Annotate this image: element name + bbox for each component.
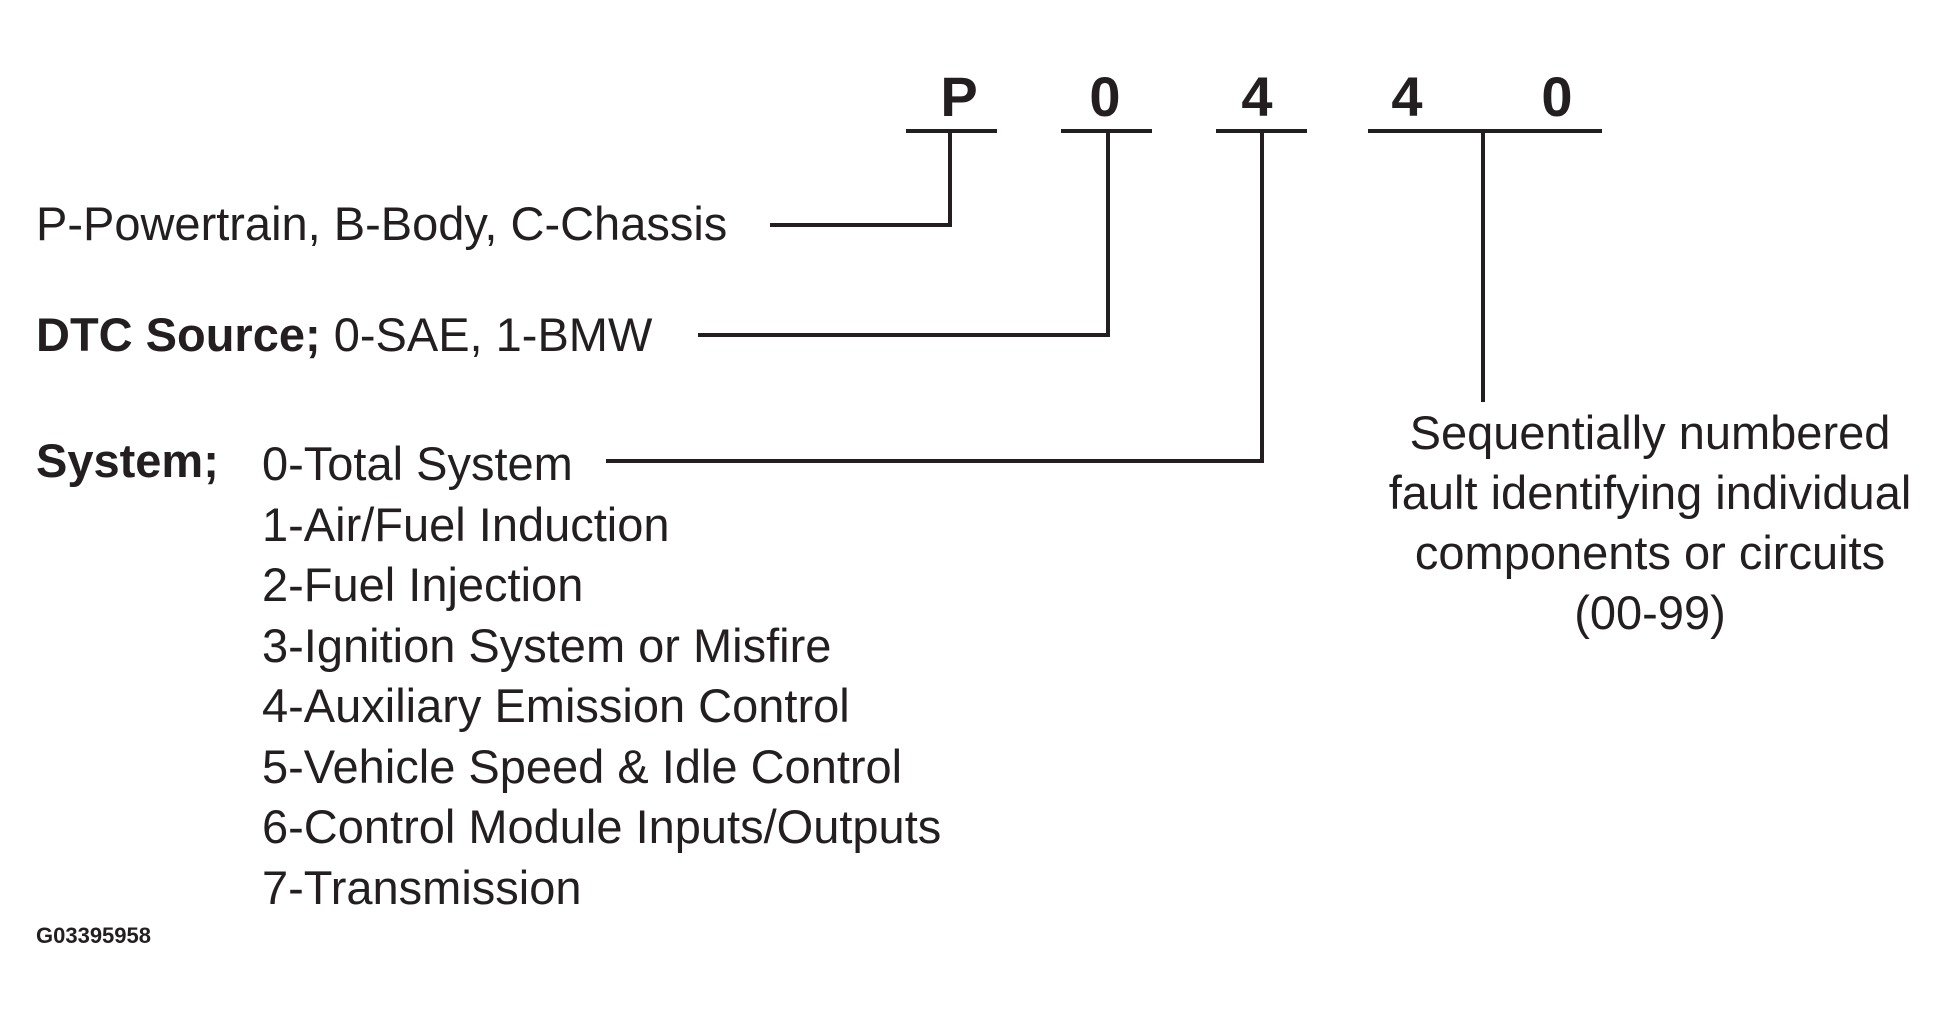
code-char-seq-tens: 4 xyxy=(1391,65,1423,128)
code-char-source: 0 xyxy=(1089,65,1121,128)
system-heading-wrap: System; xyxy=(36,433,219,489)
system-heading: System; xyxy=(36,434,219,487)
code-char-seq-units: 0 xyxy=(1541,65,1573,128)
sequential-line: (00-99) xyxy=(1574,586,1726,639)
sequential-line: Sequentially numbered xyxy=(1409,406,1891,459)
connector-category xyxy=(770,129,952,227)
system-item: 3-Ignition System or Misfire xyxy=(262,618,832,672)
system-list: 0-Total System 1-Air/Fuel Induction 2-Fu… xyxy=(262,434,941,918)
system-item: 5-Vehicle Speed & Idle Control xyxy=(262,739,903,793)
sequential-description: Sequentially numbered fault identifying … xyxy=(1370,403,1930,643)
system-item: 0-Total System xyxy=(262,437,573,490)
sequential-line: components or circuits xyxy=(1414,526,1886,579)
code-char-category: P xyxy=(940,65,978,128)
figure-id: G03395958 xyxy=(36,923,151,948)
system-item: 6-Control Module Inputs/Outputs xyxy=(262,800,942,853)
source-heading: DTC Source; xyxy=(36,308,321,361)
connector-system xyxy=(606,129,1264,463)
category-label: P-Powertrain, B-Body, C-Chassis xyxy=(36,197,728,250)
source-label: DTC Source; 0-SAE, 1-BMW xyxy=(36,307,652,363)
sequential-line: fault identifying individual xyxy=(1388,466,1912,519)
source-values: 0-SAE, 1-BMW xyxy=(333,308,653,361)
connector-source xyxy=(698,129,1110,337)
system-item: 7-Transmission xyxy=(262,860,582,914)
system-item: 2-Fuel Injection xyxy=(262,558,584,611)
system-item: 1-Air/Fuel Induction xyxy=(262,497,670,551)
system-item: 4-Auxiliary Emission Control xyxy=(262,679,850,732)
code-char-system: 4 xyxy=(1241,65,1273,128)
